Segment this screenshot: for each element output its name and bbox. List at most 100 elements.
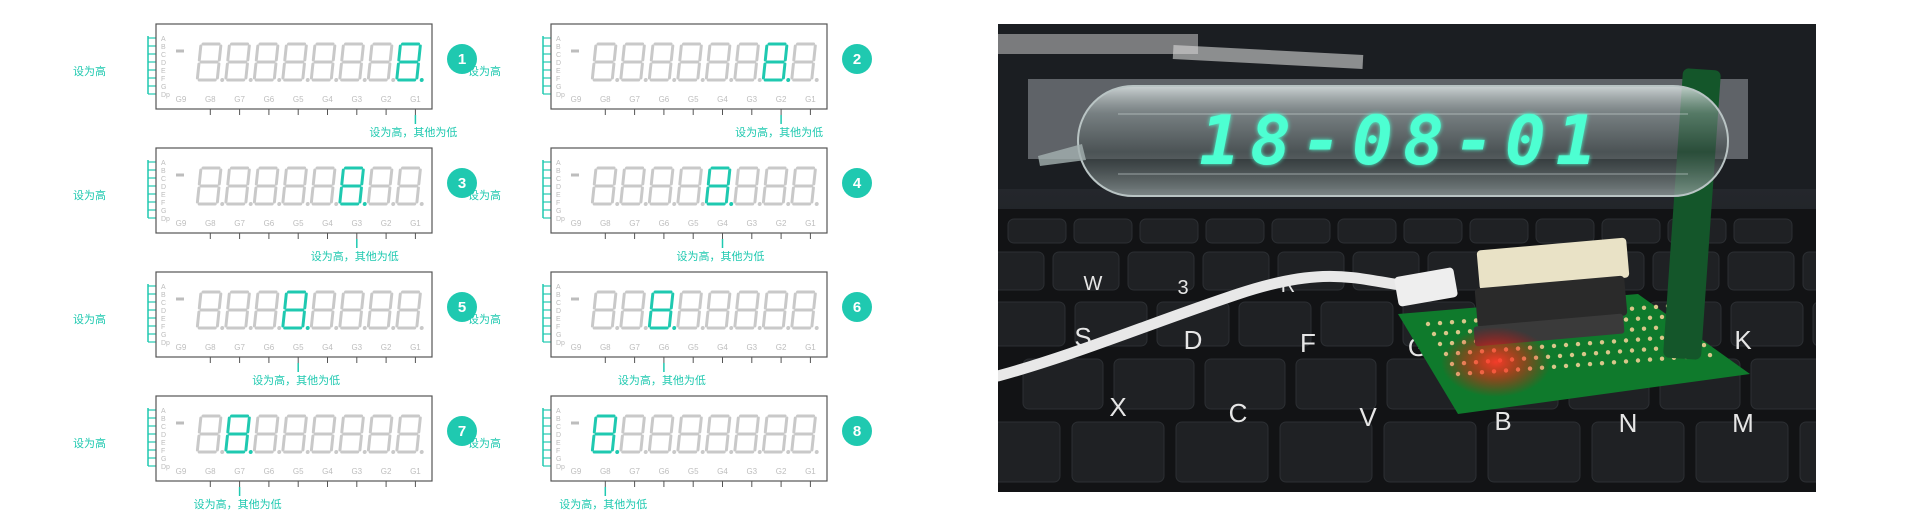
segment-b	[331, 44, 337, 62]
grid-label-G9: G9	[176, 467, 187, 476]
segment-pin-label: A	[556, 160, 561, 167]
segment-c	[724, 186, 730, 204]
grid-label-G6: G6	[264, 467, 275, 476]
panel-number-badge	[842, 416, 872, 446]
digit-6	[338, 414, 367, 454]
segment-b	[755, 416, 760, 434]
segment-e	[676, 186, 681, 204]
grid-label-G5: G5	[688, 467, 699, 476]
segment-f	[763, 44, 769, 62]
segment-c	[810, 434, 815, 452]
panel-number: 5	[458, 299, 466, 316]
segment-f	[368, 292, 374, 310]
keyboard-key	[1733, 218, 1793, 244]
digit-2	[224, 290, 253, 330]
pcb-hole	[1455, 330, 1461, 335]
pcb-hole	[1449, 320, 1455, 325]
digit-8	[790, 414, 819, 454]
segment-b	[388, 168, 394, 186]
high-label: 设为高	[73, 188, 106, 202]
digit-1	[590, 166, 620, 206]
segment-b	[812, 168, 817, 186]
segment-dp	[391, 450, 396, 454]
high-label: 设为高	[468, 188, 501, 202]
segment-e	[647, 186, 653, 204]
digit-7	[366, 42, 396, 82]
grid-note: 设为高，其他为低	[252, 373, 340, 387]
pcb-hole	[1635, 316, 1641, 321]
module-stack-2	[1474, 275, 1628, 329]
segment-c	[781, 310, 787, 328]
segment-b	[331, 292, 337, 310]
segment-f	[735, 416, 740, 434]
segment-dp	[220, 202, 225, 206]
segment-b	[274, 168, 280, 186]
digit-8	[395, 166, 424, 206]
panel-number-badge	[447, 416, 477, 446]
grid-label-G3: G3	[351, 467, 362, 476]
segment-f	[735, 168, 740, 186]
segment-pin-label: F	[161, 448, 165, 455]
segment-f	[763, 168, 769, 186]
grid-label-G2: G2	[776, 219, 787, 228]
segment-c	[639, 186, 644, 204]
segment-e	[366, 310, 372, 328]
segment-e	[790, 186, 795, 204]
segment-c	[415, 62, 420, 80]
segment-e	[252, 186, 258, 204]
segment-b	[303, 168, 308, 186]
digit-5	[704, 166, 734, 206]
segment-dp	[643, 202, 648, 206]
grid-label-G3: G3	[351, 95, 362, 104]
digit-2	[619, 166, 648, 206]
segment-dp	[814, 326, 819, 330]
segment-pin-label: D	[161, 184, 166, 191]
segment-c	[272, 186, 278, 204]
grid-label-G2: G2	[381, 343, 392, 352]
key-label-B: B	[1494, 406, 1511, 436]
segment-dp	[362, 78, 367, 82]
panel-number-badge	[447, 292, 477, 322]
segment-b	[755, 292, 760, 310]
segment-c	[696, 186, 701, 204]
segment-c	[244, 310, 249, 328]
segment-pin-label: G	[161, 208, 166, 215]
grid-label-G8: G8	[205, 219, 216, 228]
segment-f	[283, 292, 288, 310]
segment-f	[792, 44, 797, 62]
segment-f	[792, 416, 797, 434]
segment-c	[610, 434, 616, 452]
key-label-C: C	[1229, 398, 1248, 428]
pcb-hole	[1425, 321, 1431, 327]
digit-6	[733, 290, 762, 330]
grid-label-G1: G1	[805, 95, 816, 104]
segment-e	[733, 310, 738, 328]
key-label-W: W	[1084, 273, 1103, 295]
grid-label-G5: G5	[688, 95, 699, 104]
digit-6	[338, 42, 367, 82]
pcb-hole	[1437, 341, 1443, 347]
digit-3	[647, 42, 677, 82]
segment-c	[244, 186, 249, 204]
grid-note: 设为高，其他为低	[618, 373, 706, 387]
keyboard-key	[998, 421, 1061, 483]
segment-b	[755, 168, 760, 186]
panel-number: 3	[458, 175, 466, 192]
segment-b	[783, 292, 789, 310]
digit-8	[395, 42, 424, 82]
segment-dp	[757, 450, 762, 454]
segment-b	[360, 44, 365, 62]
segment-dp	[672, 450, 677, 454]
digit-6	[338, 166, 367, 206]
pcb-hole	[1653, 325, 1659, 330]
segment-c	[610, 186, 616, 204]
segment-pin-label: F	[161, 324, 165, 331]
segment-e	[281, 434, 286, 452]
pcb-hole	[1623, 317, 1629, 322]
pcb-hole	[1617, 349, 1623, 354]
grid-label-G8: G8	[600, 343, 611, 352]
segment-dp	[757, 78, 762, 82]
segment-e	[704, 310, 710, 328]
